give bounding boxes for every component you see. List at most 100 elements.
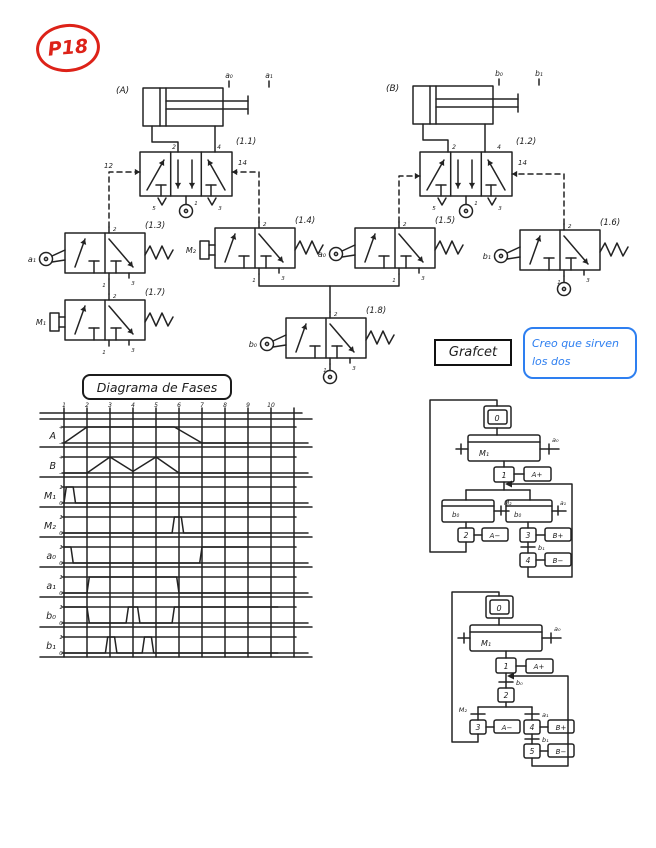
- svg-text:a₀: a₀: [318, 250, 327, 259]
- svg-text:3: 3: [131, 348, 135, 354]
- svg-text:M₂: M₂: [44, 521, 56, 532]
- svg-text:4: 4: [217, 144, 221, 151]
- svg-text:(A): (A): [116, 86, 129, 96]
- svg-text:14: 14: [518, 159, 527, 167]
- svg-text:2: 2: [263, 222, 267, 228]
- svg-text:2: 2: [464, 531, 469, 540]
- svg-text:1: 1: [194, 201, 198, 207]
- svg-text:2: 2: [504, 691, 509, 700]
- svg-text:B+: B+: [553, 532, 564, 540]
- svg-text:B−: B−: [556, 748, 567, 756]
- svg-text:3: 3: [352, 366, 356, 372]
- trace-M₁: [63, 486, 272, 504]
- svg-text:2: 2: [113, 294, 117, 300]
- svg-text:A−: A−: [501, 724, 513, 732]
- svg-text:2: 2: [403, 222, 407, 228]
- svg-text:1: 1: [323, 368, 327, 374]
- svg-text:4: 4: [526, 556, 531, 565]
- svg-text:b₀: b₀: [514, 511, 521, 519]
- svg-text:8: 8: [223, 402, 227, 409]
- working-lines: [108, 123, 486, 313]
- svg-text:10: 10: [267, 402, 275, 409]
- svg-text:1: 1: [252, 278, 256, 284]
- svg-text:0: 0: [59, 561, 63, 567]
- trace-b₁: [63, 636, 279, 654]
- svg-text:b₁: b₁: [535, 69, 543, 78]
- svg-text:3: 3: [281, 276, 285, 282]
- svg-text:4: 4: [530, 723, 535, 732]
- g1-right-condition-box: [505, 499, 553, 523]
- trace-a₁: [63, 576, 272, 594]
- svg-text:0: 0: [59, 591, 63, 597]
- svg-text:4: 4: [131, 402, 135, 409]
- svg-text:a₁: a₁: [46, 581, 56, 592]
- svg-text:2: 2: [568, 224, 572, 230]
- svg-text:b₁: b₁: [46, 641, 56, 652]
- grafcet-diagram-2: 0 M₁ a₀ 1 A+ b₀ 2 M₂ 3 A− a₁ 4 B+: [451, 591, 575, 767]
- svg-text:(1.2): (1.2): [516, 137, 536, 147]
- g2-action-b-plus: [547, 719, 575, 734]
- svg-text:a₀: a₀: [552, 436, 559, 444]
- svg-text:b₀: b₀: [495, 69, 503, 78]
- svg-text:A−: A−: [489, 532, 501, 540]
- svg-text:2: 2: [452, 144, 456, 151]
- g1-action-b-plus: [544, 527, 572, 542]
- svg-text:2: 2: [334, 312, 338, 318]
- svg-text:M₂: M₂: [459, 706, 468, 714]
- svg-text:(1.7): (1.7): [145, 288, 165, 298]
- valve-1.4: 2 1 3 (1.4) M₂: [186, 216, 324, 284]
- svg-text:3: 3: [218, 206, 222, 212]
- svg-text:1: 1: [59, 485, 63, 491]
- svg-text:1: 1: [501, 471, 506, 480]
- svg-text:6: 6: [177, 402, 181, 409]
- svg-text:M₁: M₁: [479, 449, 489, 458]
- svg-text:3: 3: [498, 206, 502, 212]
- svg-text:B−: B−: [553, 557, 564, 565]
- svg-text:1: 1: [392, 278, 396, 284]
- svg-text:1: 1: [59, 635, 63, 641]
- valve-1.8: 2 1 3 (1.8) b₀: [249, 306, 395, 385]
- g1-action-a-plus: [523, 466, 552, 482]
- svg-text:2: 2: [113, 227, 117, 233]
- svg-text:2: 2: [172, 144, 176, 151]
- grafcet-diagram-1: 0 M₁ a₀ 1 A+ b₀ M₂ 2 A− b₀ a₁ 3: [429, 399, 573, 578]
- svg-text:1: 1: [59, 605, 63, 611]
- svg-text:3: 3: [586, 278, 590, 284]
- trace-A: [63, 426, 249, 444]
- svg-text:(1.4): (1.4): [295, 216, 315, 226]
- svg-text:0: 0: [59, 501, 63, 507]
- svg-text:5: 5: [432, 206, 436, 212]
- svg-text:a₀: a₀: [46, 551, 56, 562]
- svg-text:3: 3: [476, 723, 481, 732]
- svg-text:b₀: b₀: [249, 340, 258, 349]
- svg-text:A: A: [49, 431, 57, 442]
- note-line-1: Creo que sirven: [532, 337, 619, 351]
- svg-text:1: 1: [62, 402, 66, 409]
- trace-a₀: [63, 546, 249, 564]
- trace-M₂: [63, 516, 272, 534]
- svg-text:a₁: a₁: [560, 500, 567, 507]
- svg-text:−: −: [59, 441, 64, 447]
- svg-text:b₀: b₀: [46, 611, 56, 622]
- svg-text:1: 1: [557, 280, 561, 286]
- svg-text:M₂: M₂: [186, 246, 197, 255]
- note-line-2: los dos: [532, 355, 571, 368]
- trace-B: [63, 456, 249, 474]
- g2-action-a-plus: [525, 658, 554, 674]
- svg-text:b₀: b₀: [516, 679, 523, 687]
- svg-text:3: 3: [526, 531, 531, 540]
- svg-text:5: 5: [152, 206, 156, 212]
- svg-text:2: 2: [85, 402, 89, 409]
- svg-text:3: 3: [108, 402, 112, 409]
- svg-text:0: 0: [59, 621, 63, 627]
- trace-b₀: [63, 606, 279, 624]
- g2-action-a-minus: [493, 719, 521, 734]
- svg-text:(1.8): (1.8): [366, 306, 386, 316]
